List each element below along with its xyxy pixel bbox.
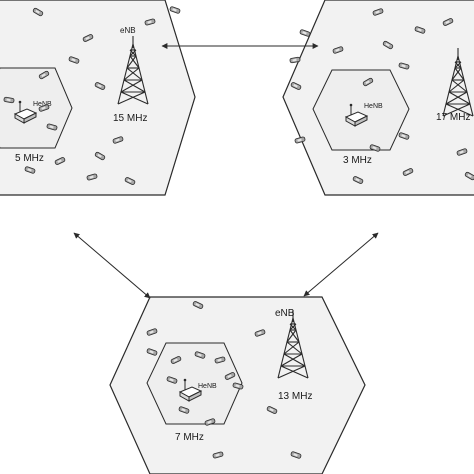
mobile-phone-icon bbox=[232, 382, 244, 390]
small-bandwidth-bottom: 7 MHz bbox=[175, 432, 204, 443]
mobile-phone-icon bbox=[146, 348, 158, 356]
mobile-phone-icon bbox=[299, 29, 311, 37]
mobile-phone-icon bbox=[3, 96, 15, 104]
mobile-phone-icon bbox=[170, 356, 182, 364]
mobile-phone-icon bbox=[68, 56, 80, 64]
enb-label-bottom: eNB bbox=[275, 308, 295, 319]
mobile-phone-icon bbox=[32, 7, 44, 17]
mobile-phone-icon bbox=[382, 40, 394, 50]
mobile-phone-icon bbox=[169, 6, 181, 14]
small-cell-top-right bbox=[312, 69, 410, 151]
mobile-phone-icon bbox=[38, 70, 50, 80]
mobile-phone-icon bbox=[46, 123, 58, 131]
enb-label-top-left: eNB bbox=[120, 26, 136, 35]
mobile-phone-icon bbox=[289, 56, 301, 64]
macro-bandwidth-bottom: 13 MHz bbox=[278, 391, 312, 402]
link-top-left-bottom bbox=[73, 232, 151, 299]
mobile-phone-icon bbox=[402, 168, 414, 176]
henb-label-top-right: HeNB bbox=[364, 103, 383, 110]
mobile-phone-icon bbox=[112, 136, 124, 144]
mobile-phone-icon bbox=[414, 26, 426, 34]
mobile-phone-icon bbox=[224, 372, 236, 380]
user-equipment-group bbox=[3, 6, 474, 459]
mobile-phone-icon bbox=[204, 418, 216, 426]
link-top-right-bottom bbox=[303, 232, 379, 297]
small-bandwidth-top-right: 3 MHz bbox=[343, 155, 372, 166]
mobile-phone-icon bbox=[38, 104, 50, 112]
mobile-phone-icon bbox=[214, 356, 226, 364]
small-cell-bottom bbox=[146, 342, 243, 425]
mobile-phone-icon bbox=[290, 451, 302, 459]
mobile-phone-icon bbox=[332, 46, 344, 54]
tower-icon bbox=[117, 36, 149, 105]
mobile-phone-icon bbox=[464, 171, 474, 181]
router-icon bbox=[178, 378, 203, 402]
mobile-phone-icon bbox=[24, 166, 36, 174]
tower-icon bbox=[277, 310, 309, 379]
mobile-phone-icon bbox=[398, 62, 410, 70]
mobile-phone-icon bbox=[144, 18, 156, 26]
small-bandwidth-top-left: 5 MHz bbox=[15, 153, 44, 164]
mobile-phone-icon bbox=[124, 177, 136, 185]
macro-bandwidth-top-right: 17 MHz bbox=[436, 112, 470, 123]
mobile-phone-icon bbox=[369, 144, 381, 152]
mobile-phone-icon bbox=[362, 77, 374, 87]
mobile-phone-icon bbox=[254, 329, 266, 337]
mobile-phone-icon bbox=[194, 351, 206, 359]
mobile-phone-icon bbox=[94, 151, 106, 161]
router-icon bbox=[344, 103, 369, 127]
tower-icon bbox=[442, 48, 474, 117]
mobile-phone-icon bbox=[86, 173, 98, 181]
mobile-phone-icon bbox=[398, 132, 410, 140]
mobile-phone-icon bbox=[352, 176, 364, 184]
mobile-phone-icon bbox=[94, 82, 106, 90]
mobile-phone-icon bbox=[372, 8, 384, 16]
macro-bandwidth-top-left: 15 MHz bbox=[113, 113, 147, 124]
mobile-phone-icon bbox=[290, 82, 302, 90]
mobile-phone-icon bbox=[166, 376, 178, 384]
mobile-phone-icon bbox=[442, 18, 454, 26]
mobile-phone-icon bbox=[146, 328, 158, 336]
mobile-phone-icon bbox=[212, 451, 224, 459]
mobile-phone-icon bbox=[456, 148, 468, 156]
mobile-phone-icon bbox=[294, 136, 306, 144]
mobile-phone-icon bbox=[192, 301, 204, 309]
mobile-phone-icon bbox=[54, 157, 66, 165]
mobile-phone-icon bbox=[82, 34, 94, 42]
router-icon bbox=[13, 100, 38, 124]
mobile-phone-icon bbox=[266, 406, 278, 414]
henb-label-bottom: HeNB bbox=[198, 383, 217, 390]
henb-label-top-left: HeNB bbox=[33, 101, 52, 108]
mobile-phone-icon bbox=[178, 406, 190, 414]
